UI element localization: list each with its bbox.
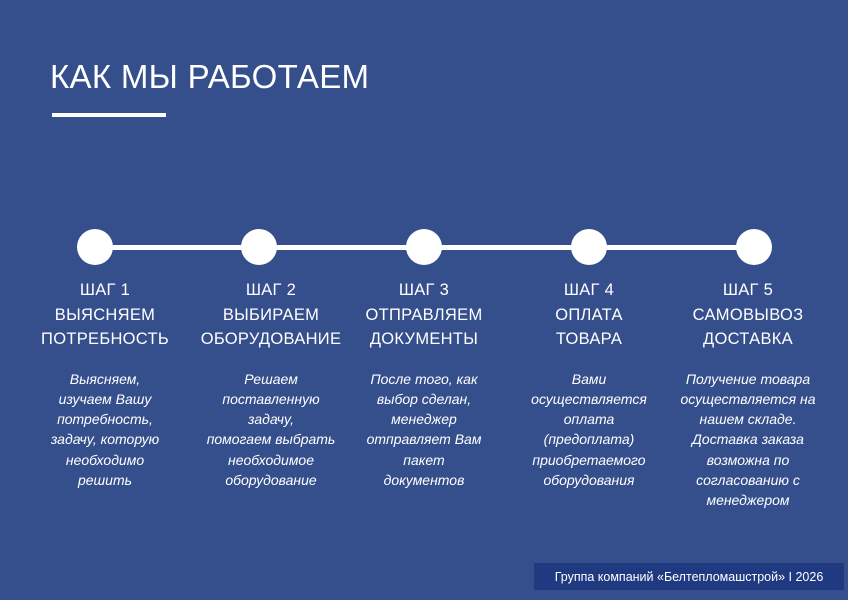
step-description: Выясняем, изучаем Вашу потребность, зада…	[25, 369, 185, 491]
step-description-line: После того, как	[370, 370, 478, 387]
step-heading-line-1: ОТПРАВЛЯЕМ	[365, 305, 483, 324]
step-description-line: Выясняем,	[69, 370, 141, 387]
step-description: Получение товара осуществляется на нашем…	[668, 369, 828, 511]
step-description-line: менеджером	[706, 492, 790, 509]
step-description-line: нашем складе.	[699, 411, 797, 428]
step-number: ШАГ 5	[722, 281, 774, 299]
step-description-line: приобретаемого	[532, 451, 646, 468]
step-description-line: необходимо	[65, 451, 145, 468]
title-underline	[52, 113, 166, 117]
step-description-line: Решаем	[244, 370, 298, 387]
step-3: ШАГ 3 ОТПРАВЛЯЕМ ДОКУМЕНТЫ После того, к…	[344, 278, 504, 490]
step-2: ШАГ 2 ВЫБИРАЕМ ОБОРУДОВАНИЕ Решаем поста…	[191, 278, 351, 490]
step-heading-line-2: ПОТРЕБНОСТЬ	[41, 330, 169, 348]
step-description-line: задачу,	[248, 411, 294, 428]
footer-copyright: Группа компаний «Белтепломашстрой» I 202…	[534, 563, 844, 590]
step-5: ШАГ 5 САМОВЫВОЗ ДОСТАВКА Получение товар…	[668, 278, 828, 511]
step-description-line: (предоплата)	[543, 431, 635, 448]
step-heading-line-2: ДОСТАВКА	[703, 330, 793, 348]
step-description-line: помогаем выбрать	[206, 431, 336, 448]
step-heading-line-2: ДОКУМЕНТЫ	[369, 330, 479, 348]
step-description-line: решить	[77, 471, 132, 488]
timeline-node-3	[406, 229, 442, 265]
step-description-line: оборудование	[225, 471, 317, 488]
step-description-line: Получение товара	[685, 370, 811, 387]
step-1: ШАГ 1 ВЫЯСНЯЕМ ПОТРЕБНОСТЬ Выясняем, изу…	[25, 278, 185, 490]
step-4: ШАГ 4 ОПЛАТА ТОВАРА Вами осуществляется …	[509, 278, 669, 490]
timeline-node-2	[241, 229, 277, 265]
page-title: КАК МЫ РАБОТАЕМ	[50, 58, 370, 95]
step-description-line: задачу, которую	[50, 431, 160, 448]
step-description-line: Вами	[571, 370, 607, 387]
step-description-line: возможна по	[706, 451, 790, 468]
timeline-node-4	[571, 229, 607, 265]
step-description-line: осуществляется на	[680, 390, 816, 407]
step-description-line: необходимое	[227, 451, 314, 468]
step-heading-line-2: ТОВАРА	[555, 330, 623, 348]
step-heading-line-1: ОПЛАТА	[555, 305, 623, 324]
step-description: Решаем поставленную задачу, помогаем выб…	[191, 369, 351, 491]
step-description-line: потребность,	[57, 411, 153, 428]
step-description-line: документов	[383, 471, 465, 488]
step-description-line: оплата	[563, 411, 615, 428]
step-number: ШАГ 2	[245, 281, 297, 299]
step-number: ШАГ 4	[563, 281, 615, 299]
step-number: ШАГ 1	[79, 281, 131, 299]
step-description-line: отправляет Вам	[366, 431, 482, 448]
step-description-line: изучаем Вашу	[58, 390, 152, 407]
step-description-line: оборудования	[543, 471, 635, 488]
step-description-line: поставленную	[222, 390, 320, 407]
step-description-line: пакет	[403, 451, 445, 468]
step-description-line: осуществляется	[531, 390, 647, 407]
step-heading-line-1: САМОВЫВОЗ	[692, 305, 804, 324]
timeline-node-5	[736, 229, 772, 265]
timeline-node-1	[77, 229, 113, 265]
step-heading-line-1: ВЫБИРАЕМ	[222, 305, 320, 324]
step-description-line: согласованию с	[696, 471, 800, 488]
step-heading-line-2: ОБОРУДОВАНИЕ	[200, 330, 342, 348]
step-number: ШАГ 3	[398, 281, 450, 299]
step-description-line: Доставка заказа	[692, 431, 804, 448]
step-heading-line-1: ВЫЯСНЯЕМ	[54, 305, 156, 324]
step-description: Вами осуществляется оплата (предоплата) …	[509, 369, 669, 491]
step-description: После того, как выбор сделан, менеджер о…	[344, 369, 504, 491]
step-description-line: менеджер	[391, 411, 457, 428]
step-description-line: выбор сделан,	[376, 390, 472, 407]
